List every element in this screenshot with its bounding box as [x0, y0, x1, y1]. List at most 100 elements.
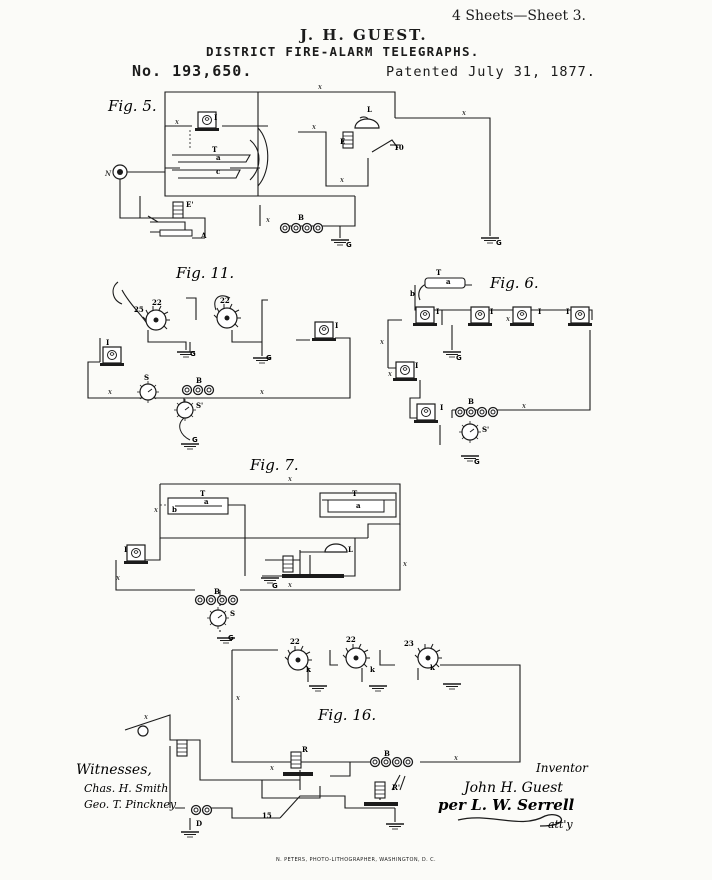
ref-15: 15 [262, 811, 272, 820]
ref-s-prime: S' [482, 425, 489, 434]
ref-x: x [270, 764, 274, 772]
ref-k: k [370, 665, 375, 674]
ref-g: G [272, 582, 278, 590]
ref-b: B [214, 587, 220, 596]
ref-x: x [154, 506, 158, 514]
fig6-transmitter-icon [424, 277, 466, 289]
ref-g: G [192, 436, 198, 444]
ref-x: x [506, 315, 510, 323]
ref-r-prime: R' [392, 783, 400, 792]
ref-22: 22 [346, 635, 356, 644]
ref-b: B [468, 397, 474, 406]
witnesses-heading: Witnesses, [76, 762, 152, 778]
ref-a: a [446, 277, 451, 286]
ref-x: x [236, 694, 240, 702]
ref-i: I [124, 545, 127, 554]
fig11-signal-wheel-icon [142, 305, 171, 331]
ref-l: L [367, 105, 372, 114]
ref-g: G [190, 350, 196, 358]
inventor-heading: Inventor [535, 761, 589, 775]
ref-g: G [496, 239, 502, 247]
ref-b: B [384, 749, 390, 758]
fig7-caption: Fig. 7. [249, 456, 299, 474]
witness-2-signature: Geo. T. Pinckney [84, 798, 177, 811]
fig16-caption: Fig. 16. [317, 706, 376, 724]
ref-g: G [228, 634, 234, 642]
ref-t: T [212, 145, 218, 154]
ref-x: x [403, 560, 407, 568]
fig11-caption: Fig. 11. [175, 264, 234, 282]
inventor-name: J. H. GUEST. [300, 26, 428, 44]
ref-t: T [352, 489, 358, 498]
ref-a: a [356, 501, 361, 510]
ref-i: I [436, 307, 439, 316]
ref-x: x [462, 109, 466, 117]
ref-x: x [318, 83, 322, 91]
ref-g: G [266, 354, 272, 362]
ref-i: I [214, 113, 217, 122]
ref-e-prime: E' [186, 200, 193, 209]
ref-s: S [144, 373, 149, 382]
fig5-caption: Fig. 5. [107, 97, 157, 115]
ref-i: I [538, 307, 541, 316]
ref-x: x [340, 176, 344, 184]
fig7-transmitter-right-icon [319, 492, 397, 518]
ref-d: D [196, 819, 202, 828]
ref-x: x [454, 754, 458, 762]
ref-s-prime: S' [196, 401, 203, 410]
ref-i: I [490, 307, 493, 316]
ref-x: x [388, 370, 392, 378]
ref-x: x [260, 388, 264, 396]
ref-g: G [474, 458, 480, 466]
ref-i: I [106, 338, 109, 347]
fig6-caption: Fig. 6. [489, 274, 539, 292]
attorney-suffix: att'y [548, 818, 573, 831]
attorney-flourish [457, 814, 563, 827]
ref-x: x [380, 338, 384, 346]
ref-k: k [306, 665, 311, 674]
ref-22: 22 [220, 296, 230, 305]
fig7-bell-icon [324, 543, 348, 553]
fig5-bell-icon [354, 118, 380, 129]
ref-x: x [108, 388, 112, 396]
patent-date: Patented July 31, 1877. [386, 64, 596, 80]
ref-l: L [348, 545, 353, 554]
fig16-lever-pivot-icon [137, 725, 149, 737]
ref-x: x [522, 402, 526, 410]
ref-22: 22 [152, 298, 162, 307]
ref-b: B [298, 213, 304, 222]
ref-g: G [346, 241, 352, 249]
ref-s: S [230, 609, 235, 618]
ref-10: 10 [394, 143, 404, 152]
ref-b-lower: b [410, 289, 415, 298]
ref-b: B [196, 376, 202, 385]
ref-i: I [335, 321, 338, 330]
sheet-number: 4 Sheets—Sheet 3. [452, 8, 586, 24]
ref-x: x [312, 123, 316, 131]
attorney-signature: per L. W. Serrell [438, 796, 575, 814]
ref-23: 23 [404, 639, 414, 648]
ref-i: I [440, 403, 443, 412]
ref-a: a [216, 153, 221, 162]
ref-x: x [116, 574, 120, 582]
engraver-credit: N. PETERS, PHOTO-LITHOGRAPHER, WASHINGTO… [275, 857, 437, 863]
ref-i: I [566, 307, 569, 316]
inventor-signature: John H. Guest [461, 780, 563, 796]
ref-25: 25 [134, 305, 144, 314]
ref-k: k [430, 663, 435, 672]
ref-t: T [436, 268, 442, 277]
ref-x: x [175, 118, 179, 126]
ref-x: x [288, 581, 292, 589]
ref-x: x [266, 216, 270, 224]
ref-b-lower: b [172, 505, 177, 514]
ref-t: T [200, 489, 206, 498]
patent-title: DISTRICT FIRE-ALARM TELEGRAPHS. [206, 44, 480, 59]
patent-number: No. 193,650. [132, 62, 253, 80]
ref-x: x [144, 713, 148, 721]
ref-c: c [216, 167, 220, 176]
ref-a: a [204, 497, 209, 506]
ref-g: G [456, 354, 462, 362]
ref-22: 22 [290, 637, 300, 646]
ref-e: E [340, 137, 345, 146]
